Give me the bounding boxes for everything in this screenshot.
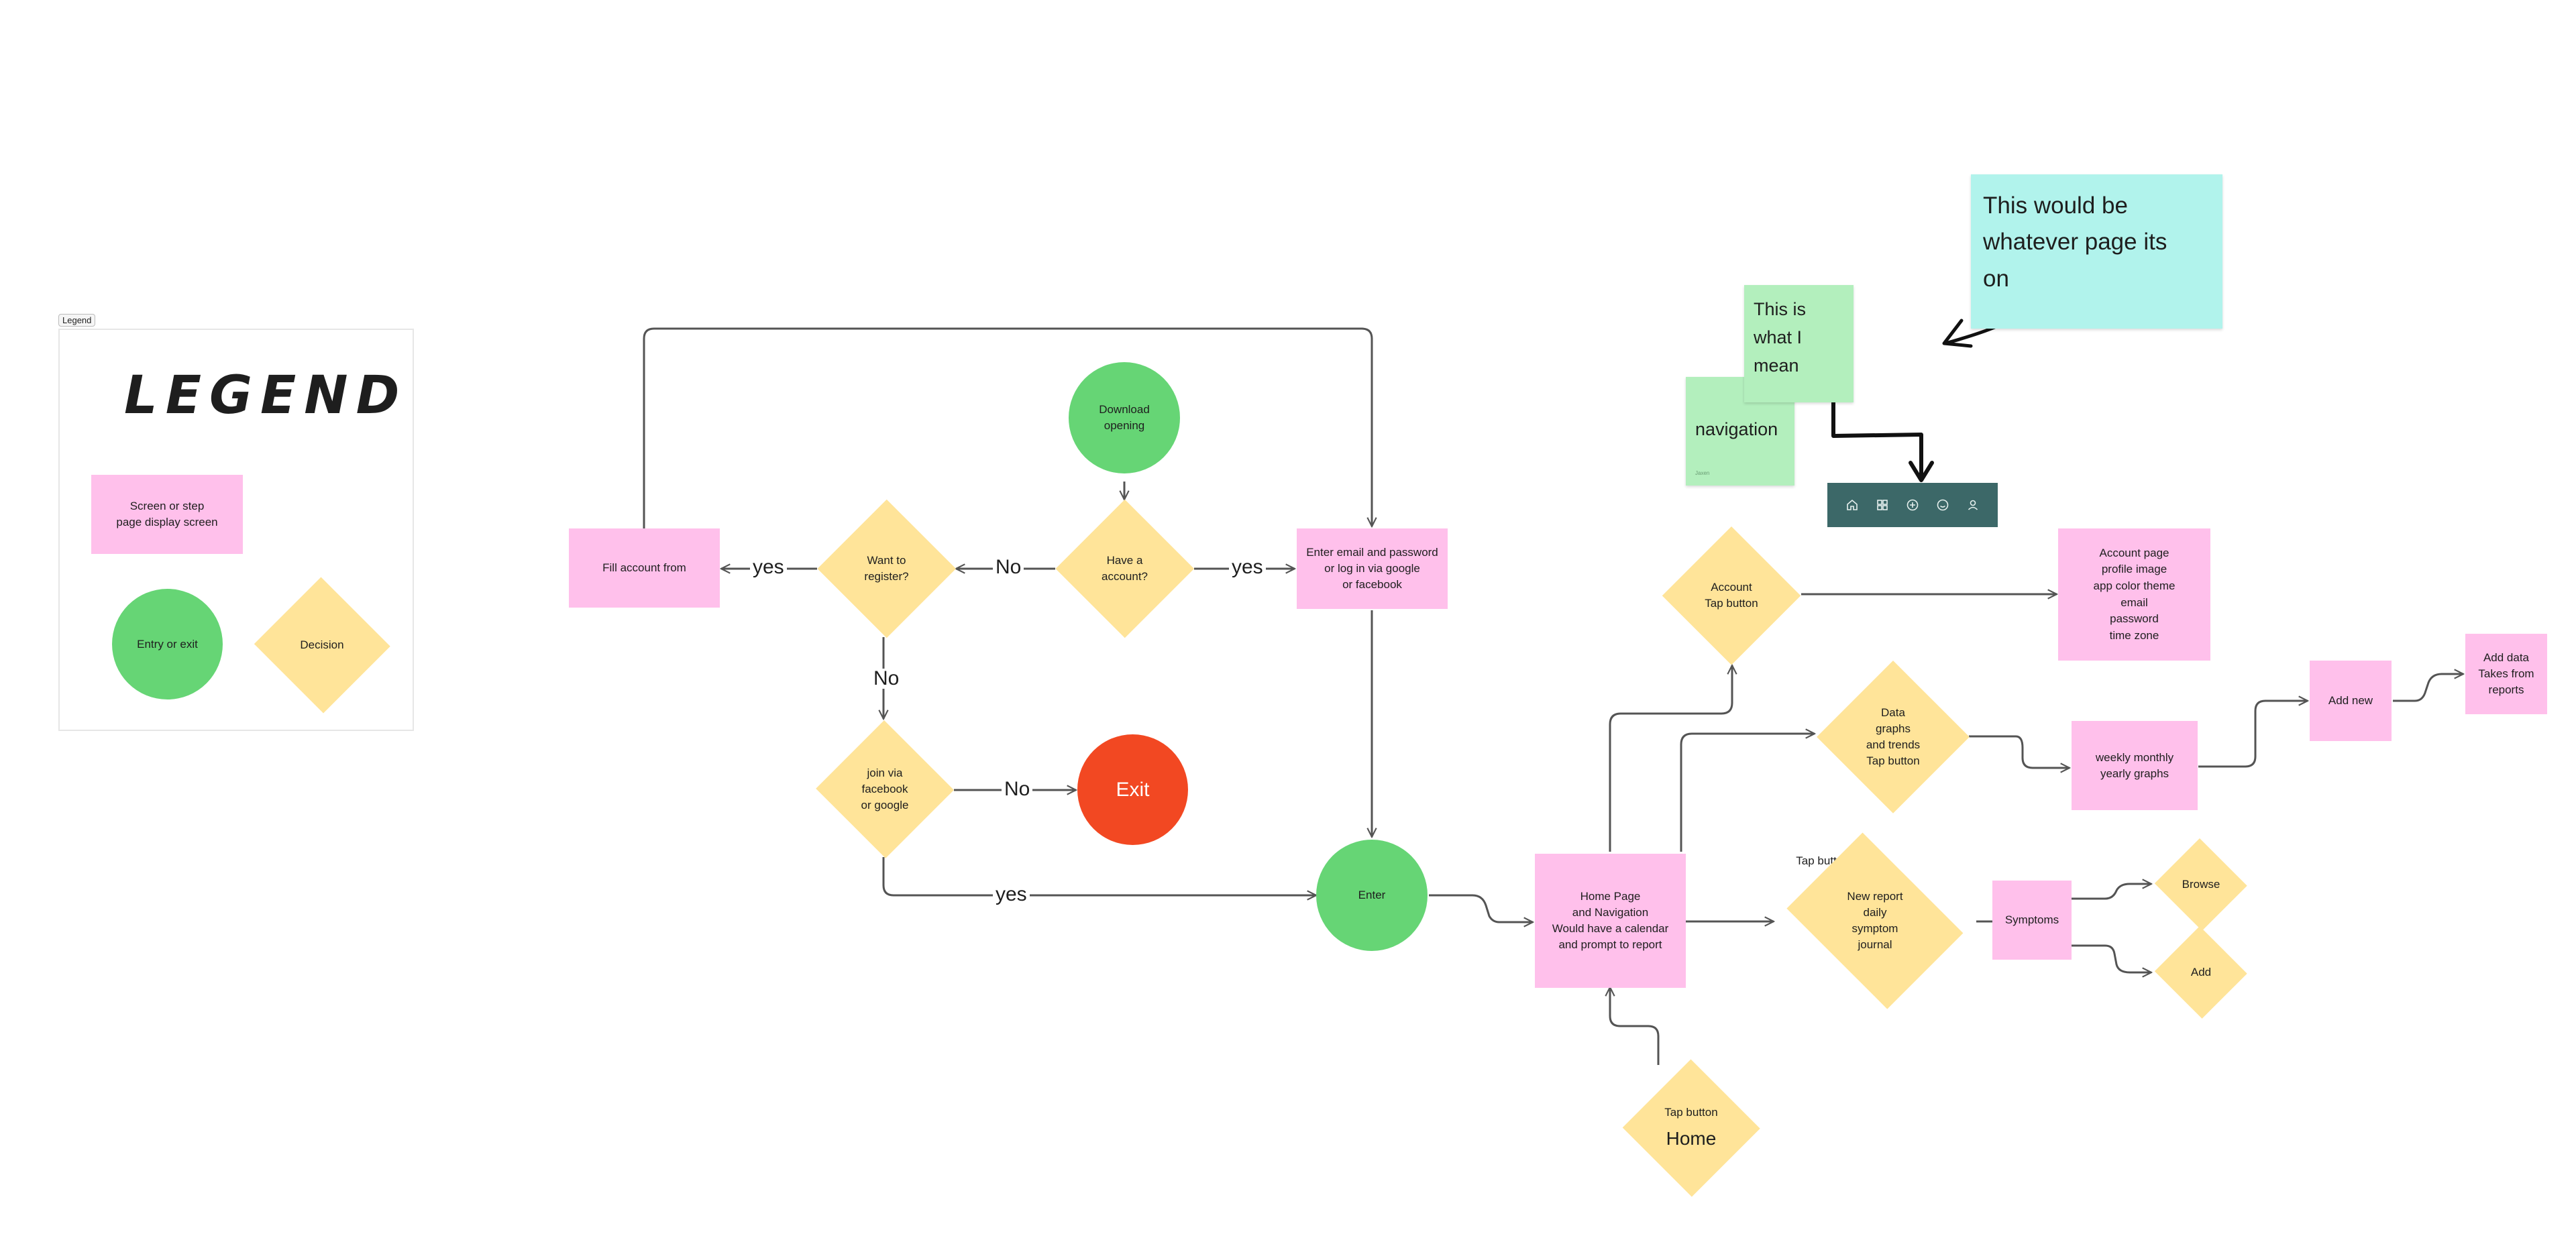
edge-label-no: No bbox=[871, 669, 902, 689]
grid-icon[interactable] bbox=[1875, 498, 1890, 512]
data-tap-decision[interactable]: Data graphs and trends Tap button bbox=[1817, 661, 1970, 813]
edge-join-to-enter bbox=[882, 857, 1316, 895]
edge-add-new-to-add-data bbox=[2393, 674, 2463, 702]
legend-screen-shape[interactable]: Screen or step page display screen bbox=[91, 475, 243, 554]
legend-title: LEGEND bbox=[124, 365, 408, 426]
edge-symptoms-to-browse bbox=[2072, 884, 2151, 900]
edge-label-yes: yes bbox=[750, 557, 787, 577]
edge-home-to-data bbox=[1680, 734, 1815, 852]
edge-home-tap-to-home bbox=[1610, 987, 1660, 1065]
edge-home-to-account bbox=[1609, 665, 1732, 852]
join-via-decision[interactable]: join via facebook or google bbox=[815, 721, 955, 858]
edge-fill-to-enter-email bbox=[643, 327, 1372, 528]
add-data-screen[interactable]: Add data Takes from reports bbox=[2465, 634, 2547, 714]
edge-symptoms-to-add bbox=[2072, 944, 2151, 972]
smile-icon[interactable] bbox=[1935, 498, 1950, 512]
add-new-screen[interactable]: Add new bbox=[2310, 661, 2392, 741]
want-register-decision[interactable]: Want to register? bbox=[817, 500, 956, 638]
account-tap-decision[interactable]: Account Tap button bbox=[1662, 526, 1801, 665]
have-account-decision[interactable]: Have a account? bbox=[1055, 500, 1194, 638]
legend-entry-shape[interactable]: Entry or exit bbox=[112, 589, 223, 699]
home-tap-decision[interactable]: Tap button Home bbox=[1622, 1060, 1760, 1196]
legend-decision-label: Decision bbox=[300, 638, 344, 652]
edge-data-to-weekly bbox=[1969, 735, 2070, 768]
edge-label-no: No bbox=[993, 557, 1024, 577]
legend-decision-shape[interactable]: Decision bbox=[253, 578, 391, 712]
edge-weekly-to-add-new bbox=[2198, 701, 2308, 768]
plus-circle-icon[interactable] bbox=[1905, 498, 1920, 512]
symptoms-screen[interactable]: Symptoms bbox=[1992, 881, 2072, 960]
edge-label-no: No bbox=[1002, 779, 1033, 799]
exit-node[interactable]: Exit bbox=[1077, 734, 1188, 845]
navigation-bar-mockup[interactable] bbox=[1827, 483, 1998, 527]
legend-entry-label: Entry or exit bbox=[137, 637, 198, 651]
edge-enter-to-home bbox=[1429, 894, 1533, 922]
sticky-note-author: Jaxen bbox=[1695, 469, 1710, 476]
sticky-note-this-is-what-i-mean[interactable]: This is what I mean bbox=[1744, 285, 1854, 402]
account-page-screen[interactable]: Account page profile image app color the… bbox=[2058, 528, 2210, 661]
sticky-note-cyan[interactable]: This would be whatever page its on bbox=[1971, 174, 2222, 329]
weekly-graphs-screen[interactable]: weekly monthly yearly graphs bbox=[2072, 721, 2198, 810]
legend-screen-label: Screen or step page display screen bbox=[116, 500, 218, 528]
home-page-screen[interactable]: Home Page and Navigation Would have a ca… bbox=[1535, 854, 1686, 988]
home-icon[interactable] bbox=[1845, 498, 1860, 512]
sticky-note-text: navigation bbox=[1695, 418, 1778, 439]
browse-decision[interactable]: Browse bbox=[2153, 840, 2249, 930]
enter-email-screen[interactable]: Enter email and password or log in via g… bbox=[1297, 528, 1448, 609]
add-decision[interactable]: Add bbox=[2153, 927, 2249, 1017]
download-opening-node[interactable]: Download opening bbox=[1069, 362, 1180, 473]
edge-label-yes: yes bbox=[1229, 557, 1266, 577]
new-report-decision[interactable]: New report daily symptom journal bbox=[1774, 845, 1976, 997]
enter-node[interactable]: Enter bbox=[1316, 840, 1428, 951]
edge-label-yes: yes bbox=[993, 885, 1030, 905]
fill-account-screen[interactable]: Fill account from bbox=[569, 528, 720, 608]
legend-frame-tag[interactable]: Legend bbox=[58, 314, 96, 327]
person-icon[interactable] bbox=[1966, 498, 1980, 512]
